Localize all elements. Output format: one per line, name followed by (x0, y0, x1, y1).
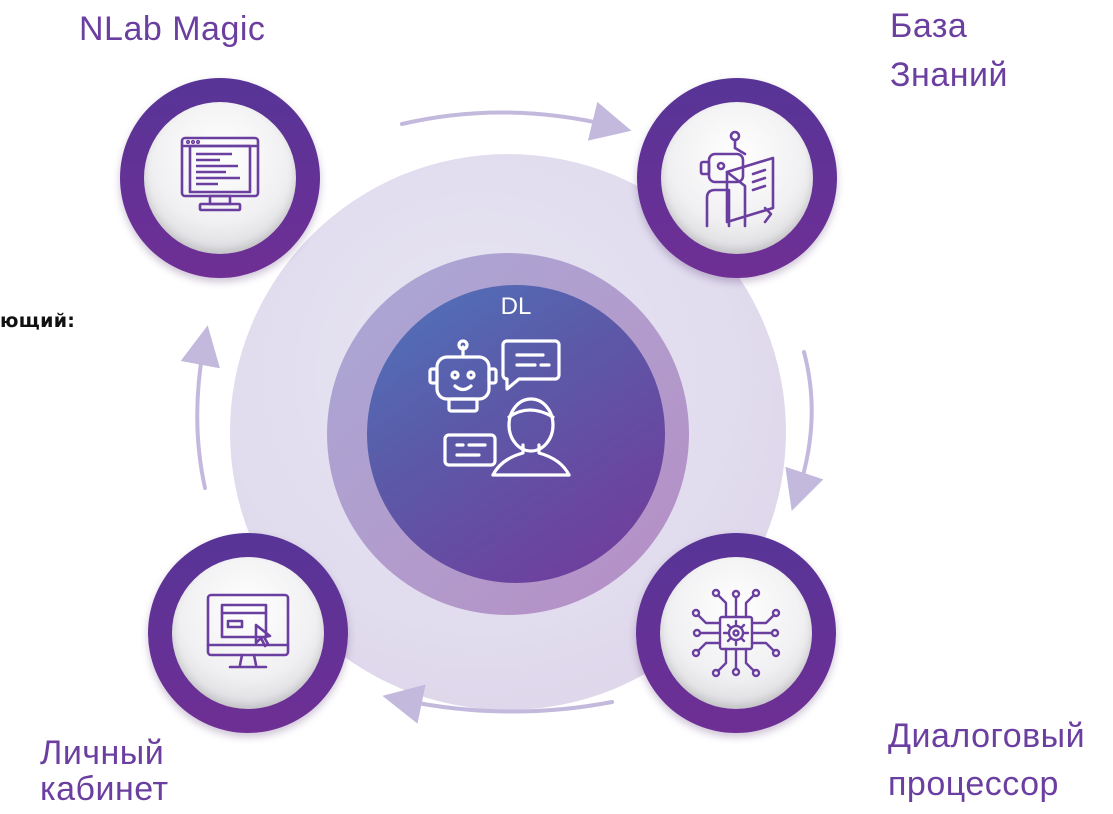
dl-core-circle: DL (367, 285, 665, 583)
arrow-top (400, 101, 632, 141)
label-knowledge-base-line1: База (890, 7, 968, 45)
code-monitor-icon (180, 136, 260, 212)
node-personal-cabinet (148, 533, 348, 733)
core-title: DL (500, 293, 532, 320)
label-dialog-processor-line2: процессор (888, 765, 1059, 803)
arrow-right (785, 350, 824, 511)
chip-gear-circuit-icon (691, 588, 781, 678)
arrow-bottom (382, 684, 614, 724)
robot-and-person-chat-icon (428, 339, 571, 477)
label-nlab-magic: NLab Magic (79, 10, 266, 48)
node-dialog-processor (636, 533, 836, 733)
monitor-cursor-icon (206, 593, 290, 669)
cropped-left-text: ющий: (0, 310, 76, 332)
node-nlab-magic (120, 78, 320, 278)
label-personal-cabinet-line1: Личный (40, 734, 165, 772)
label-personal-cabinet-line2: кабинет (40, 770, 169, 808)
label-knowledge-base-line2: Знаний (890, 56, 1008, 94)
label-dialog-processor-line1: Диалоговый (888, 717, 1086, 755)
robot-reading-book-icon (699, 130, 775, 228)
node-knowledge-base (637, 78, 837, 278)
arrow-left (180, 325, 220, 490)
